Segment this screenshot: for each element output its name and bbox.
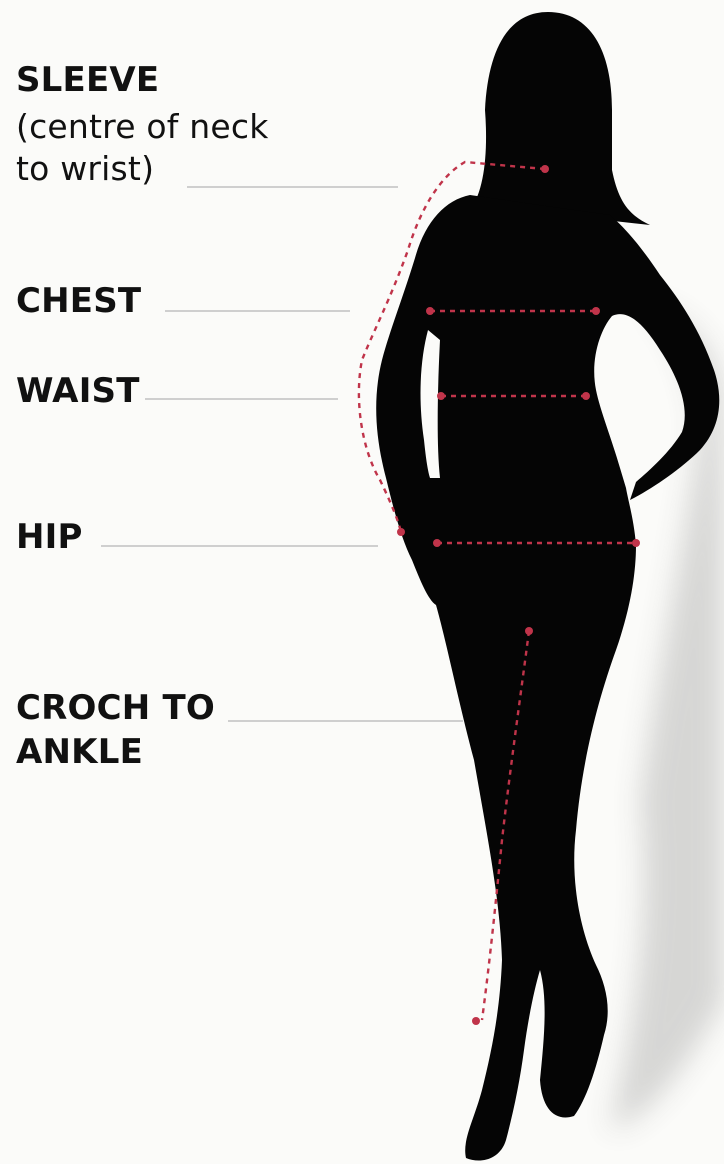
waist-right-point — [582, 392, 590, 400]
head-hair — [470, 12, 650, 225]
sleeve-wrist-point — [397, 528, 405, 536]
hip-leader-line — [101, 545, 378, 547]
hip-right-point — [632, 539, 640, 547]
crotch-ankle-leader-line — [228, 720, 463, 722]
waist-leader-line — [145, 398, 338, 400]
chest-label: CHEST — [16, 279, 141, 323]
sleeve-title: SLEEVE — [16, 60, 159, 100]
sleeve-leader-line — [187, 186, 398, 188]
sleeve-label: SLEEVE (centre of neck to wrist) — [16, 58, 269, 194]
crotch-ankle-line1: CROCH TO — [16, 686, 215, 730]
crotch-point — [525, 627, 533, 635]
crotch-ankle-line2: ANKLE — [16, 730, 215, 774]
sleeve-neck-point — [541, 165, 549, 173]
hip-label: HIP — [16, 515, 83, 559]
waist-left-point — [437, 392, 445, 400]
chest-leader-line — [165, 310, 350, 312]
hip-left-point — [433, 539, 441, 547]
waist-label: WAIST — [16, 369, 140, 413]
chest-left-point — [426, 307, 434, 315]
crotch-ankle-label: CROCH TO ANKLE — [16, 686, 215, 774]
ankle-point — [472, 1017, 480, 1025]
chest-right-point — [592, 307, 600, 315]
